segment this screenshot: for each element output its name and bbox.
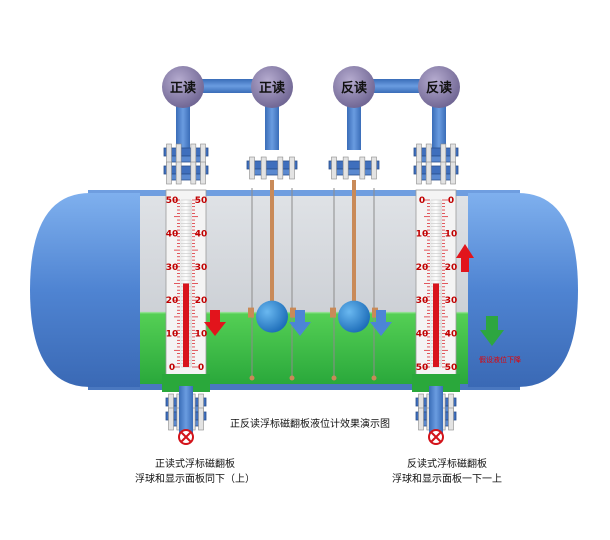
float-2-ball (338, 300, 370, 333)
vessel-right-cap (518, 193, 578, 387)
left-bottom-pipe (179, 386, 193, 436)
float-1-collar-left (248, 307, 254, 318)
float-1-guide-foot-left (249, 375, 255, 381)
float-2-guide-foot-right (371, 375, 377, 381)
vessel-top-band (88, 190, 520, 196)
float-1-top-flange (246, 156, 298, 180)
pipe-connector-right (363, 79, 425, 93)
float-1-collar-right (290, 307, 296, 318)
float-2-guide-foot-left (331, 375, 337, 381)
left-gauge-tick-label-left: 10 (166, 330, 179, 340)
right-gauge-tick-label-right: 20 (445, 263, 458, 273)
left-gauge-tick-label-left: 30 (166, 263, 179, 273)
left-gauge-tick-label-right: 40 (195, 229, 208, 239)
bottom-piping (178, 386, 444, 445)
float-2-top-flange (328, 156, 380, 180)
right-gauge-tick-label-left: 20 (416, 263, 429, 273)
float-1-guide-foot-right (289, 375, 295, 381)
right-gauge-tick-label-left: 0 (419, 196, 425, 206)
arrows: 假设液位下降 (204, 244, 521, 364)
left-caption: 正读式浮标磁翻板 浮球和显示面板同下（上） (120, 457, 270, 487)
right-gauge-tick-label-right: 10 (445, 229, 458, 239)
float-1 (248, 180, 296, 381)
bubble-2: 正读 (251, 66, 293, 108)
left-gauge-tick-label-right: 20 (195, 296, 208, 306)
left-gauge-tick-label-left: 50 (166, 196, 179, 206)
bubble-4-label: 反读 (426, 80, 452, 96)
right-gauge-tick-label-left: 30 (416, 296, 429, 306)
left-gauge-tick-label-left: 0 (169, 363, 175, 373)
right-gauge-tick-label-left: 50 (416, 363, 429, 373)
bubble-4-disc (418, 66, 460, 108)
right-gauge-red-up-arrow (456, 244, 474, 272)
float-assemblies (248, 180, 378, 381)
bubble-2-label: 正读 (259, 80, 285, 96)
left-gauge-tick-label-right: 30 (195, 263, 208, 273)
pipe-drop-2 (265, 105, 279, 150)
bubble-3: 反读 (333, 66, 375, 108)
float-2-blue-down-arrow (370, 310, 392, 336)
float-2-collar-right (372, 307, 378, 318)
left-gauge-tick-label-right: 10 (195, 330, 208, 340)
right-gauge-tick-label-left: 10 (416, 229, 429, 239)
float-2-stem (352, 180, 356, 305)
bubble-2-disc (251, 66, 293, 108)
right-gauge-tick-label-right: 50 (445, 363, 458, 373)
float-2 (330, 180, 378, 381)
bubble-1: 正读 (162, 66, 204, 108)
right-gauge: 0 0 10 10 20 20 30 30 40 40 50 50 (412, 189, 460, 392)
left-gauge-tick-label-right: 0 (198, 363, 204, 373)
vessel-left-cap (30, 193, 90, 387)
right-gauge-tick-label-right: 40 (445, 330, 458, 340)
left-gauge-tick-label-left: 40 (166, 229, 179, 239)
right-caption-line-1: 反读式浮标磁翻板 (407, 459, 487, 470)
right-gauge-tick-label-right: 0 (448, 196, 454, 206)
vessel-shell-right (468, 193, 520, 387)
left-gauge-base (162, 374, 210, 392)
pipe-drop-3 (347, 105, 361, 150)
green-down-arrow (480, 316, 504, 346)
vessel-bottom-band (88, 384, 520, 390)
float-1-blue-down-arrow (289, 310, 311, 336)
right-bottom-pipe (429, 386, 443, 436)
left-gauge-red-column (183, 283, 189, 367)
left-gauge: 50 50 40 40 30 30 20 20 10 10 0 0 (162, 189, 210, 392)
left-caption-line-1: 正读式浮标磁翻板 (155, 459, 235, 470)
pipe-connector-left (198, 79, 260, 93)
right-valve-icon (428, 429, 444, 445)
float-1-ball (256, 300, 288, 333)
center-title: 正反读浮标磁翻板液位计效果演示图 (230, 417, 390, 430)
right-gauge-tick-label-left: 40 (416, 330, 429, 340)
bubble-3-label: 反读 (341, 80, 367, 96)
vessel-shell-left (88, 193, 140, 387)
bubble-3-disc (333, 66, 375, 108)
float-1-stem (270, 180, 274, 305)
left-gauge-mid-flange (163, 161, 209, 185)
left-gauge-tick-label-right: 50 (195, 196, 208, 206)
float-2-collar-left (330, 307, 336, 318)
right-caption-line-2: 浮球和显示面板一下一上 (392, 474, 502, 485)
right-caption: 反读式浮标磁翻板 浮球和显示面板一下一上 (372, 457, 522, 487)
right-gauge-red-column (433, 283, 439, 367)
pipe-drop-1 (176, 105, 190, 150)
bubble-1-disc (162, 66, 204, 108)
level-drop-note: 假设液位下降 (479, 355, 521, 364)
left-valve-icon (178, 429, 194, 445)
pipe-drop-4 (432, 105, 446, 150)
left-gauge-tick-label-left: 20 (166, 296, 179, 306)
bubble-4: 反读 (418, 66, 460, 108)
left-gauge-red-down-arrow (204, 310, 226, 336)
right-gauge-tick-label-right: 30 (445, 296, 458, 306)
right-gauge-mid-flange (413, 161, 459, 185)
bubble-1-label: 正读 (170, 80, 196, 96)
left-caption-line-2: 浮球和显示面板同下（上） (135, 474, 255, 485)
right-gauge-base (412, 374, 460, 392)
top-piping (176, 79, 446, 150)
